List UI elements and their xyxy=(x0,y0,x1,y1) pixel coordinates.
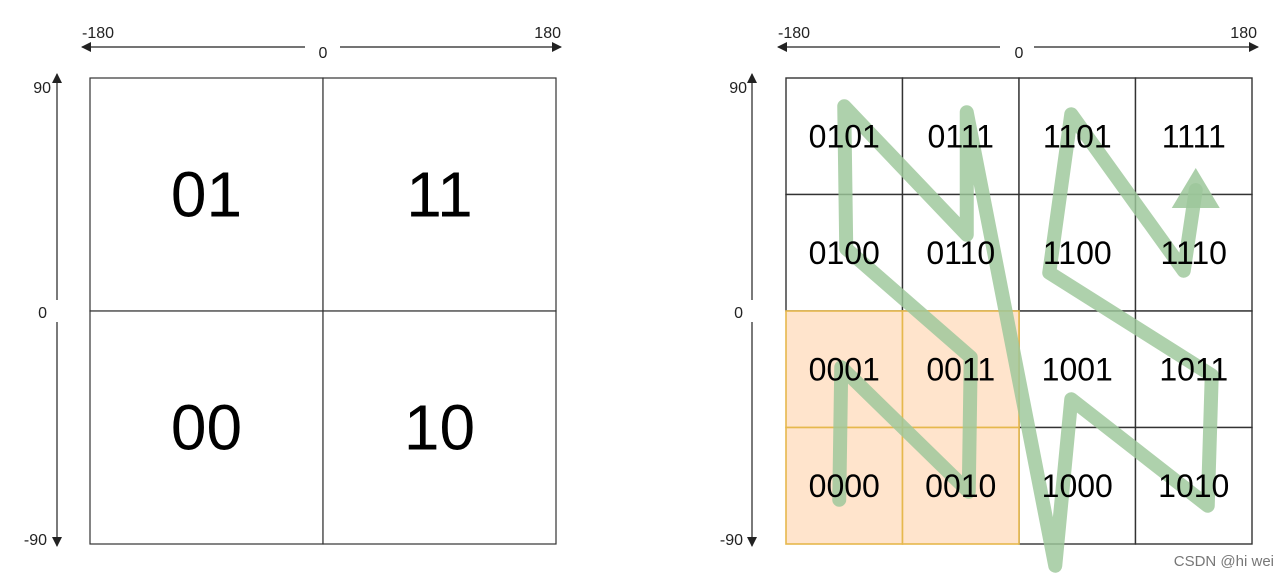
left-x-max-label: 180 xyxy=(534,25,561,42)
left-quadrant-01 xyxy=(89,77,324,312)
right-cell-label-0101: 0101 xyxy=(809,118,880,154)
right-cell-label-1110: 1110 xyxy=(1161,235,1227,271)
left-x-mid-label: 0 xyxy=(319,45,328,62)
left-y-mid-label: 0 xyxy=(38,305,47,322)
z-order-curve-arrowhead xyxy=(1171,168,1220,208)
right-y-min-label: -90 xyxy=(720,532,743,549)
right-cell-label-0011: 0011 xyxy=(926,351,995,387)
right-cell-label-1111: 1111 xyxy=(1162,118,1226,154)
z-order-curve xyxy=(832,99,1220,573)
left-quadrant-00 xyxy=(89,310,324,545)
right-x-mid-label: 0 xyxy=(1015,45,1024,62)
left-quadrant-label-01: 01 xyxy=(171,159,242,231)
right-y-mid-label: 0 xyxy=(734,305,743,322)
right-cell-labels: 0101 0111 1101 1111 0100 0110 1100 1110 0001 0011… xyxy=(809,118,1230,504)
left-x-axis: -180 0 180 xyxy=(81,25,562,62)
right-cell-label-0000: 0000 xyxy=(809,468,880,504)
right-cell-label-0001: 0001 xyxy=(809,351,880,387)
right-cell-label-1100: 1100 xyxy=(1043,235,1112,271)
left-quadrant-label-00: 00 xyxy=(171,392,242,464)
left-x-min-label: -180 xyxy=(82,25,114,42)
watermark: CSDN @hi wei xyxy=(1174,553,1274,570)
right-cell-1011 xyxy=(1134,310,1253,429)
right-cell-label-1011: 1011 xyxy=(1159,351,1228,387)
left-quadrant-label-11: 11 xyxy=(406,159,472,231)
left-y-min-label: -90 xyxy=(24,532,47,549)
right-cell-label-1000: 1000 xyxy=(1042,468,1113,504)
right-cell-label-0010: 0010 xyxy=(925,468,996,504)
right-x-min-label: -180 xyxy=(778,25,810,42)
right-y-axis: 90 0 -90 xyxy=(720,73,757,549)
right-y-max-label: 90 xyxy=(729,80,747,97)
left-quadrant-label-10: 10 xyxy=(404,392,475,464)
right-cell-label-1001: 1001 xyxy=(1042,351,1113,387)
right-cell-label-1101: 1101 xyxy=(1043,118,1112,154)
right-x-max-label: 180 xyxy=(1230,25,1257,42)
left-y-max-label: 90 xyxy=(33,80,51,97)
left-y-axis: 90 0 -90 xyxy=(24,73,62,549)
right-cell-0011 xyxy=(901,310,1020,429)
left-quadrant-10 xyxy=(322,310,557,545)
right-x-axis: -180 0 180 xyxy=(777,25,1259,62)
right-cell-label-1010: 1010 xyxy=(1158,468,1229,504)
right-cell-label-0111: 0111 xyxy=(928,118,994,154)
right-cell-label-0100: 0100 xyxy=(809,235,880,271)
right-cell-label-0110: 0110 xyxy=(926,235,995,271)
right-cell-1010 xyxy=(1134,426,1253,545)
z-order-curve-path xyxy=(832,99,1219,573)
left-quadrant-grid: 01 11 00 10 xyxy=(89,77,557,545)
